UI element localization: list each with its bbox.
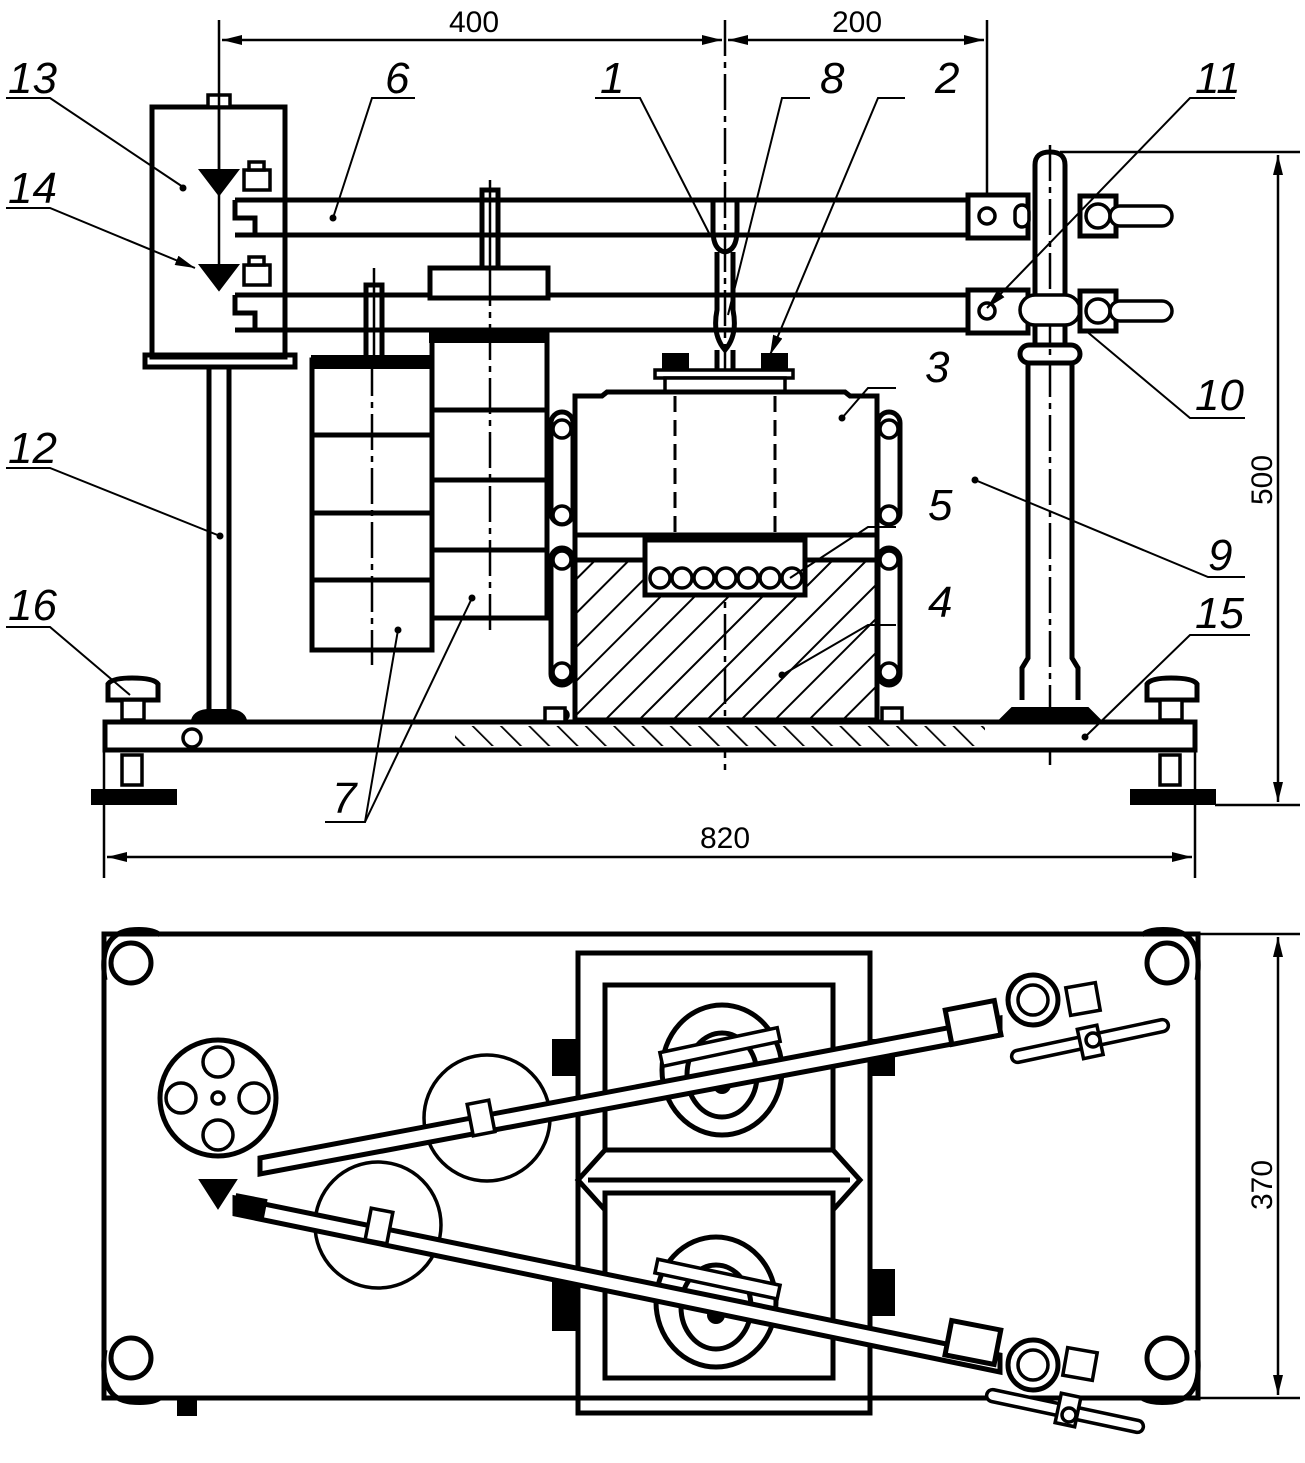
counterweight-disc — [157, 1037, 279, 1210]
support-rod — [190, 367, 248, 721]
side-links-right — [875, 409, 903, 722]
callout-12: 12 — [8, 424, 57, 473]
weight-triangle-lower — [197, 264, 241, 292]
column — [997, 145, 1174, 765]
corner-feet — [101, 927, 1201, 1416]
dimension-820-label: 820 — [700, 822, 750, 855]
weight-triangle-upper — [197, 169, 241, 197]
lower-mould — [572, 532, 880, 723]
counterweight-box — [142, 93, 298, 370]
callout-6: 6 — [385, 54, 410, 103]
dimension-370: 370 — [1200, 932, 1300, 1400]
callout-2: 2 — [934, 54, 959, 103]
upper-lever — [232, 180, 1031, 273]
dimension-820: 820 — [102, 752, 1197, 878]
dimension-500: 500 — [1060, 150, 1300, 807]
dimension-top: 400 200 — [217, 6, 989, 205]
dimension-370-label: 370 — [1246, 1160, 1279, 1210]
callout-9: 9 — [1208, 531, 1232, 580]
callout-5: 5 — [928, 481, 953, 530]
callout-10: 10 — [1195, 371, 1244, 420]
callout-1: 1 — [600, 54, 624, 103]
leveling-screw-left — [91, 675, 177, 805]
callouts-front: 13 14 6 1 8 2 11 3 — [6, 54, 1250, 823]
dimension-200-label: 200 — [832, 6, 882, 39]
front-view: 400 200 — [6, 6, 1300, 878]
weight-stack-left — [309, 355, 435, 665]
base-plate-outline — [101, 931, 1201, 1401]
upper-mould — [572, 389, 880, 538]
callout-8: 8 — [820, 54, 845, 103]
callout-3: 3 — [925, 343, 950, 392]
top-view: 370 — [101, 927, 1300, 1435]
callout-15: 15 — [1195, 589, 1244, 638]
lower-lever — [232, 265, 1031, 363]
side-links-left — [548, 409, 576, 722]
callout-7: 7 — [332, 774, 358, 823]
callout-4: 4 — [928, 578, 952, 627]
base-plate — [102, 706, 1198, 753]
dimension-500-label: 500 — [1246, 455, 1279, 505]
weight-stack-right — [429, 270, 550, 635]
lever-top-upper — [257, 972, 1171, 1178]
callout-14: 14 — [8, 164, 57, 213]
callout-13: 13 — [8, 54, 57, 103]
lever-top-lower — [232, 1193, 1146, 1435]
callout-11: 11 — [1195, 54, 1241, 103]
ball-row — [648, 566, 804, 590]
callout-16: 16 — [8, 581, 57, 630]
dimension-400-label: 400 — [449, 6, 499, 39]
